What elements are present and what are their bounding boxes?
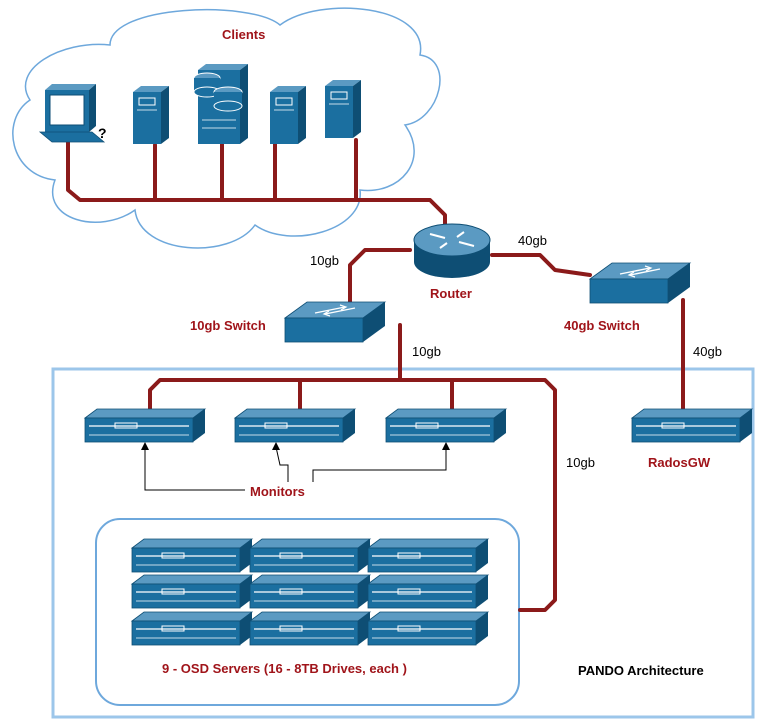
osd-server-icon (249, 574, 371, 609)
osd-server-icon (367, 538, 489, 573)
link-label-router-40gb: 40gb (518, 233, 547, 248)
monitors-label: Monitors (250, 484, 305, 499)
switch-40gb-icon (589, 262, 691, 304)
router-label: Router (430, 286, 472, 301)
link-label-switch-radosgw: 40gb (693, 344, 722, 359)
osd-server-group (95, 518, 520, 706)
network-links (66, 138, 685, 612)
link-router-10gb-switch (348, 248, 412, 304)
switch-10gb-label: 10gb Switch (190, 318, 266, 333)
router-icon (413, 223, 491, 278)
switch-40gb-label: 40gb Switch (564, 318, 640, 333)
svg-text:?: ? (98, 125, 107, 141)
link-label-switch-servers: 10gb (412, 344, 441, 359)
architecture-frame (51, 367, 755, 719)
tower-server-icon (269, 85, 307, 145)
database-server-icon (193, 64, 248, 144)
link-label-router-10gb: 10gb (310, 253, 339, 268)
osd-server-icon (249, 611, 371, 646)
osd-server-icon (249, 538, 371, 573)
tower-server-icon (132, 85, 170, 145)
desktop-workstation-icon: ? (38, 84, 107, 143)
server-bus (148, 378, 557, 612)
monitor-server-icon (385, 408, 507, 443)
radosgw-label: RadosGW (648, 455, 711, 470)
monitor-pointers (144, 446, 447, 491)
link-label-osd-uplink: 10gb (566, 455, 595, 470)
monitor-server-icon (234, 408, 356, 443)
monitor-server-icon (84, 408, 206, 443)
osd-servers-label: 9 - OSD Servers (16 - 8TB Drives, each ) (162, 661, 407, 676)
clients-label: Clients (222, 27, 266, 42)
radosgw-server-icon (631, 408, 753, 443)
link-router-40gb-switch (490, 253, 592, 277)
osd-server-icon (131, 538, 253, 573)
osd-server-icon (131, 574, 253, 609)
osd-server-icon (367, 574, 489, 609)
tower-server-icon (324, 79, 362, 139)
osd-server-icon (131, 611, 253, 646)
client-bus (66, 138, 447, 237)
architecture-title: PANDO Architecture (578, 663, 704, 678)
switch-10gb-icon (284, 301, 386, 343)
osd-server-icon (367, 611, 489, 646)
